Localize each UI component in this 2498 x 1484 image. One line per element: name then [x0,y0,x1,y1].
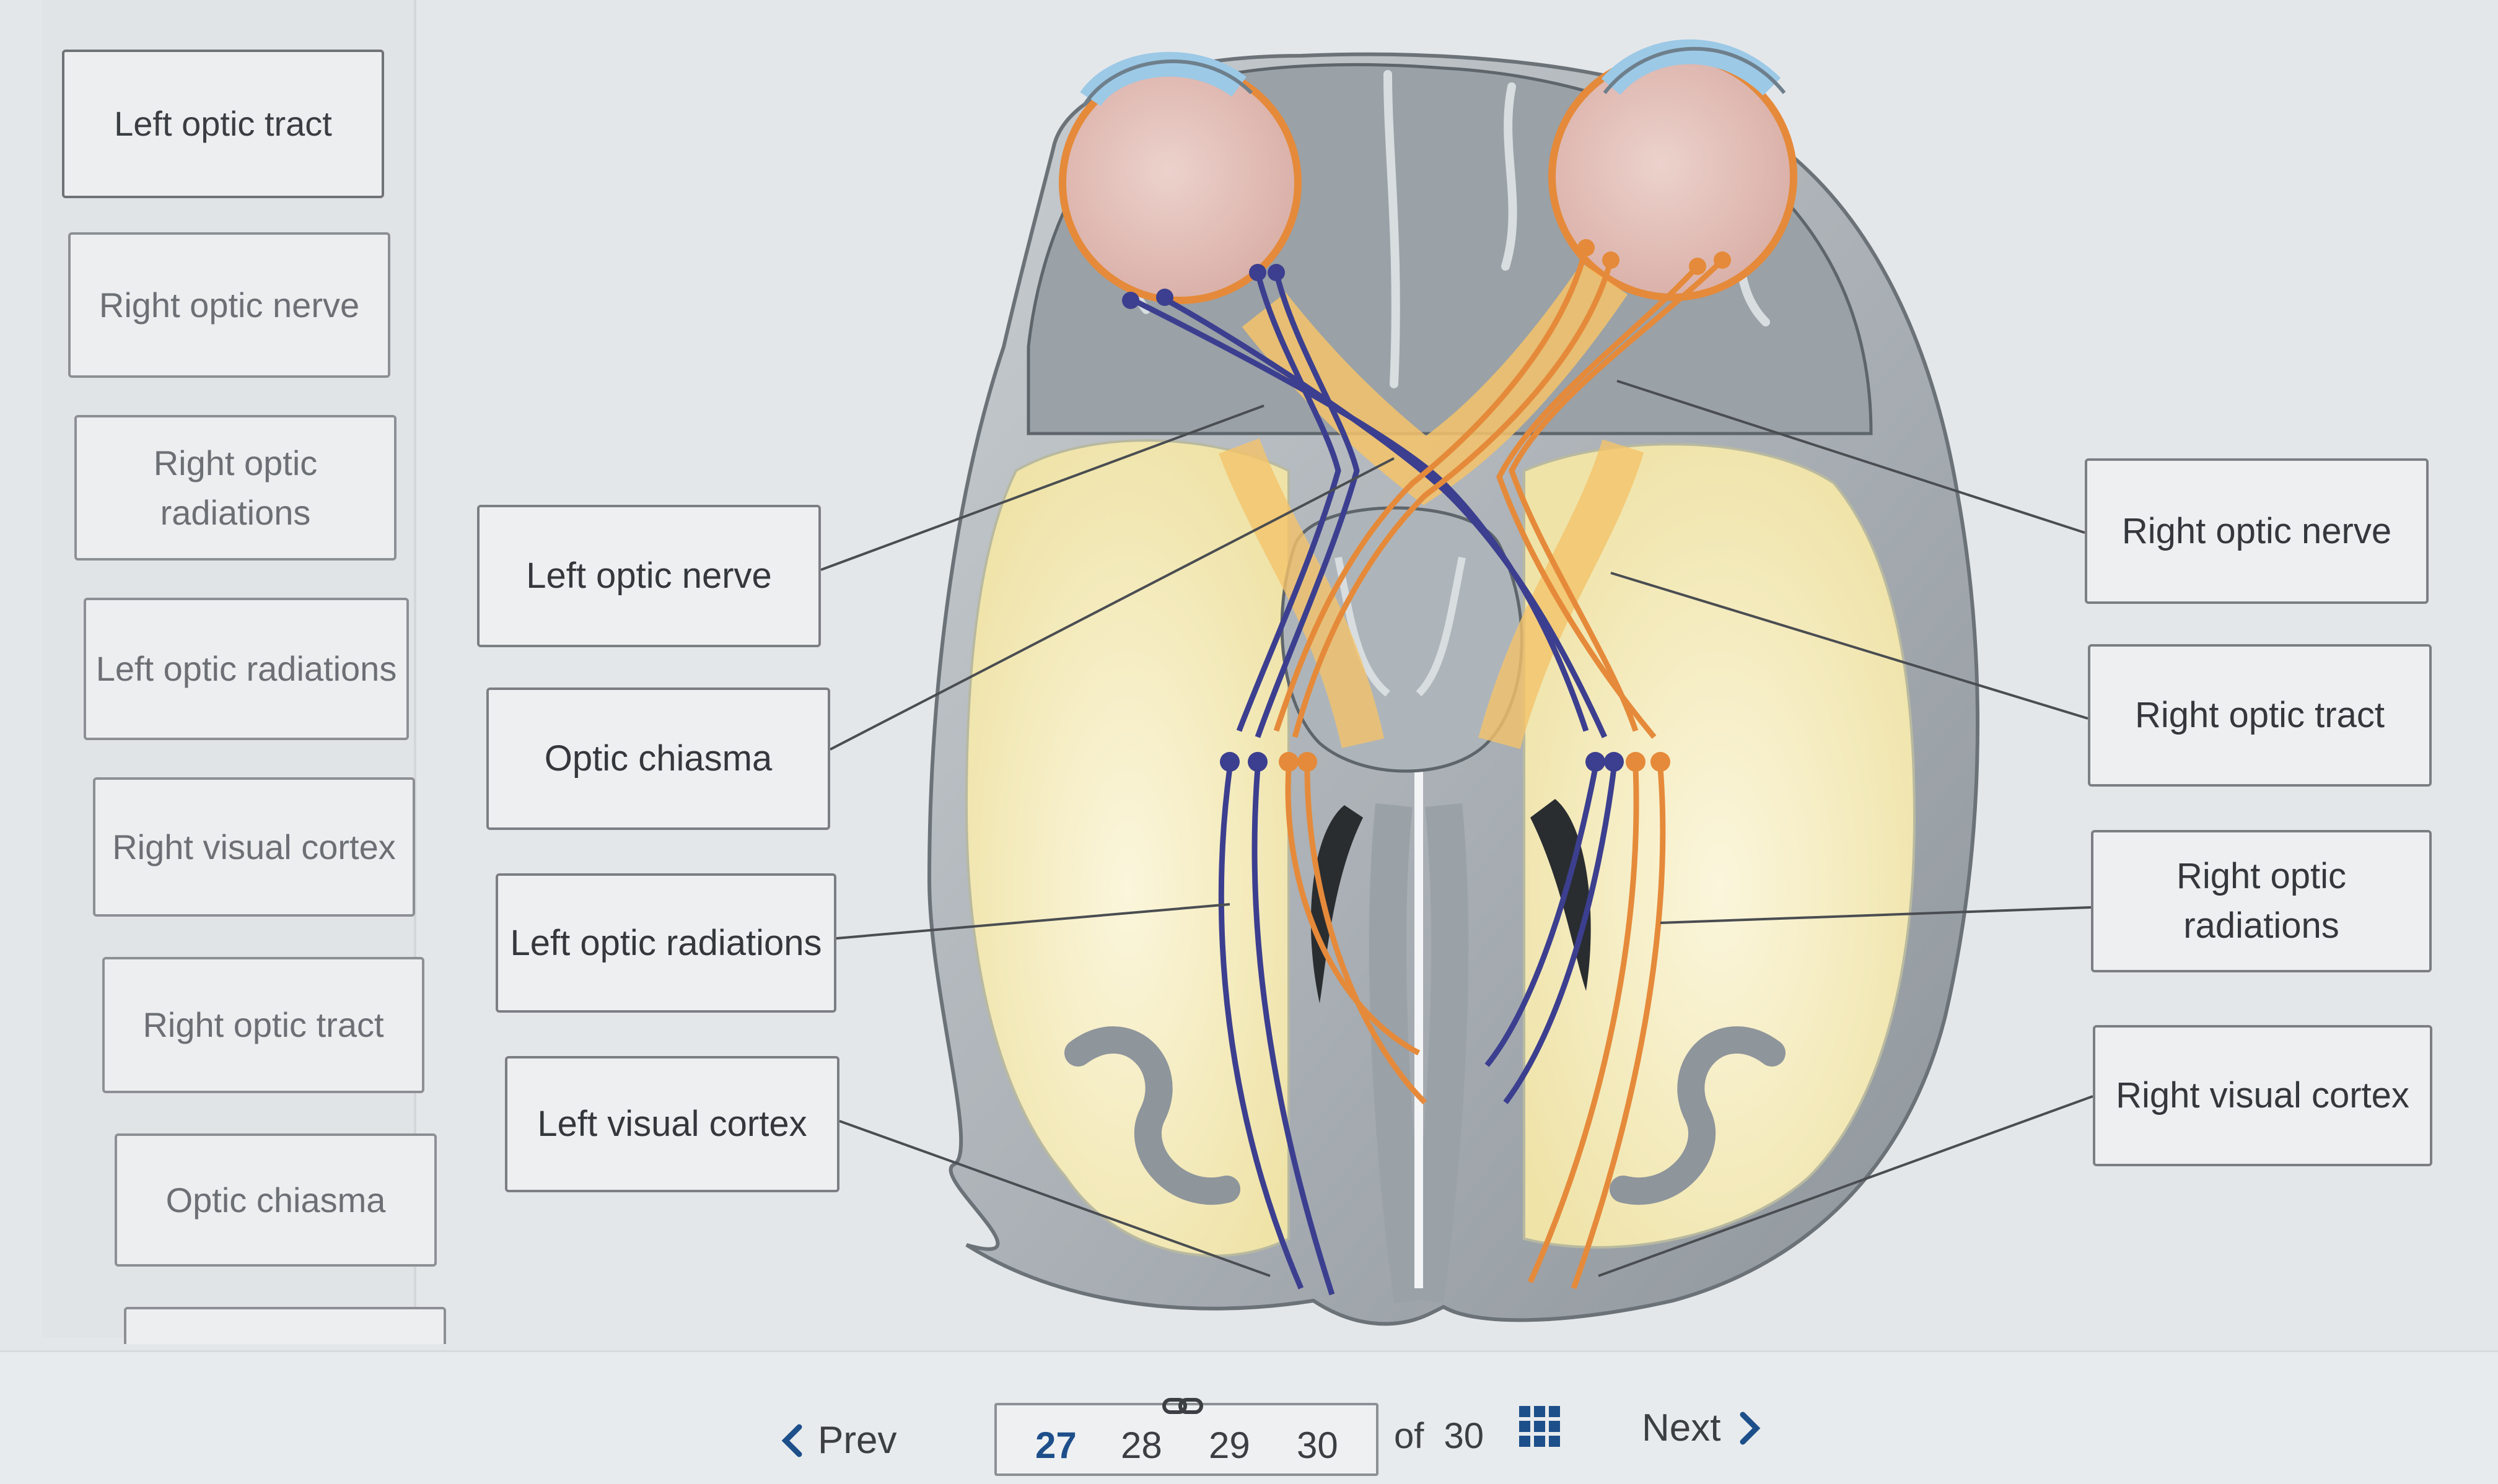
page-count: of 30 [1394,1415,1484,1457]
next-label: Next [1642,1406,1720,1450]
grid-icon[interactable] [1518,1405,1561,1448]
label-right-visual-cortex[interactable]: Right visual cortex [2093,1025,2432,1166]
right-eye [1552,49,1794,297]
prev-label: Prev [818,1418,896,1462]
chevron-left-icon [781,1423,803,1458]
link-icon [1162,1394,1205,1418]
label-right-optic-tract[interactable]: Right optic tract [2088,644,2432,787]
label-left-visual-cortex[interactable]: Left visual cortex [505,1056,839,1192]
chevron-right-icon [1739,1411,1761,1446]
next-button[interactable]: Next [1642,1406,1761,1450]
page-28[interactable]: 28 [1121,1424,1162,1467]
page-27[interactable]: 27 [1035,1424,1077,1467]
label-optic-chiasma[interactable]: Optic chiasma [486,687,830,830]
prev-button[interactable]: Prev [781,1418,896,1462]
of-label: of [1394,1416,1424,1456]
label-right-optic-nerve[interactable]: Right optic nerve [2085,458,2429,604]
left-eye [1063,61,1298,300]
page-29[interactable]: 29 [1209,1424,1250,1467]
label-left-optic-nerve[interactable]: Left optic nerve [477,505,821,647]
page-30[interactable]: 30 [1297,1424,1338,1467]
label-right-optic-radiations[interactable]: Right optic radiations [2091,830,2432,972]
label-left-optic-radiations[interactable]: Left optic radiations [496,873,836,1013]
total-pages: 30 [1444,1416,1484,1456]
